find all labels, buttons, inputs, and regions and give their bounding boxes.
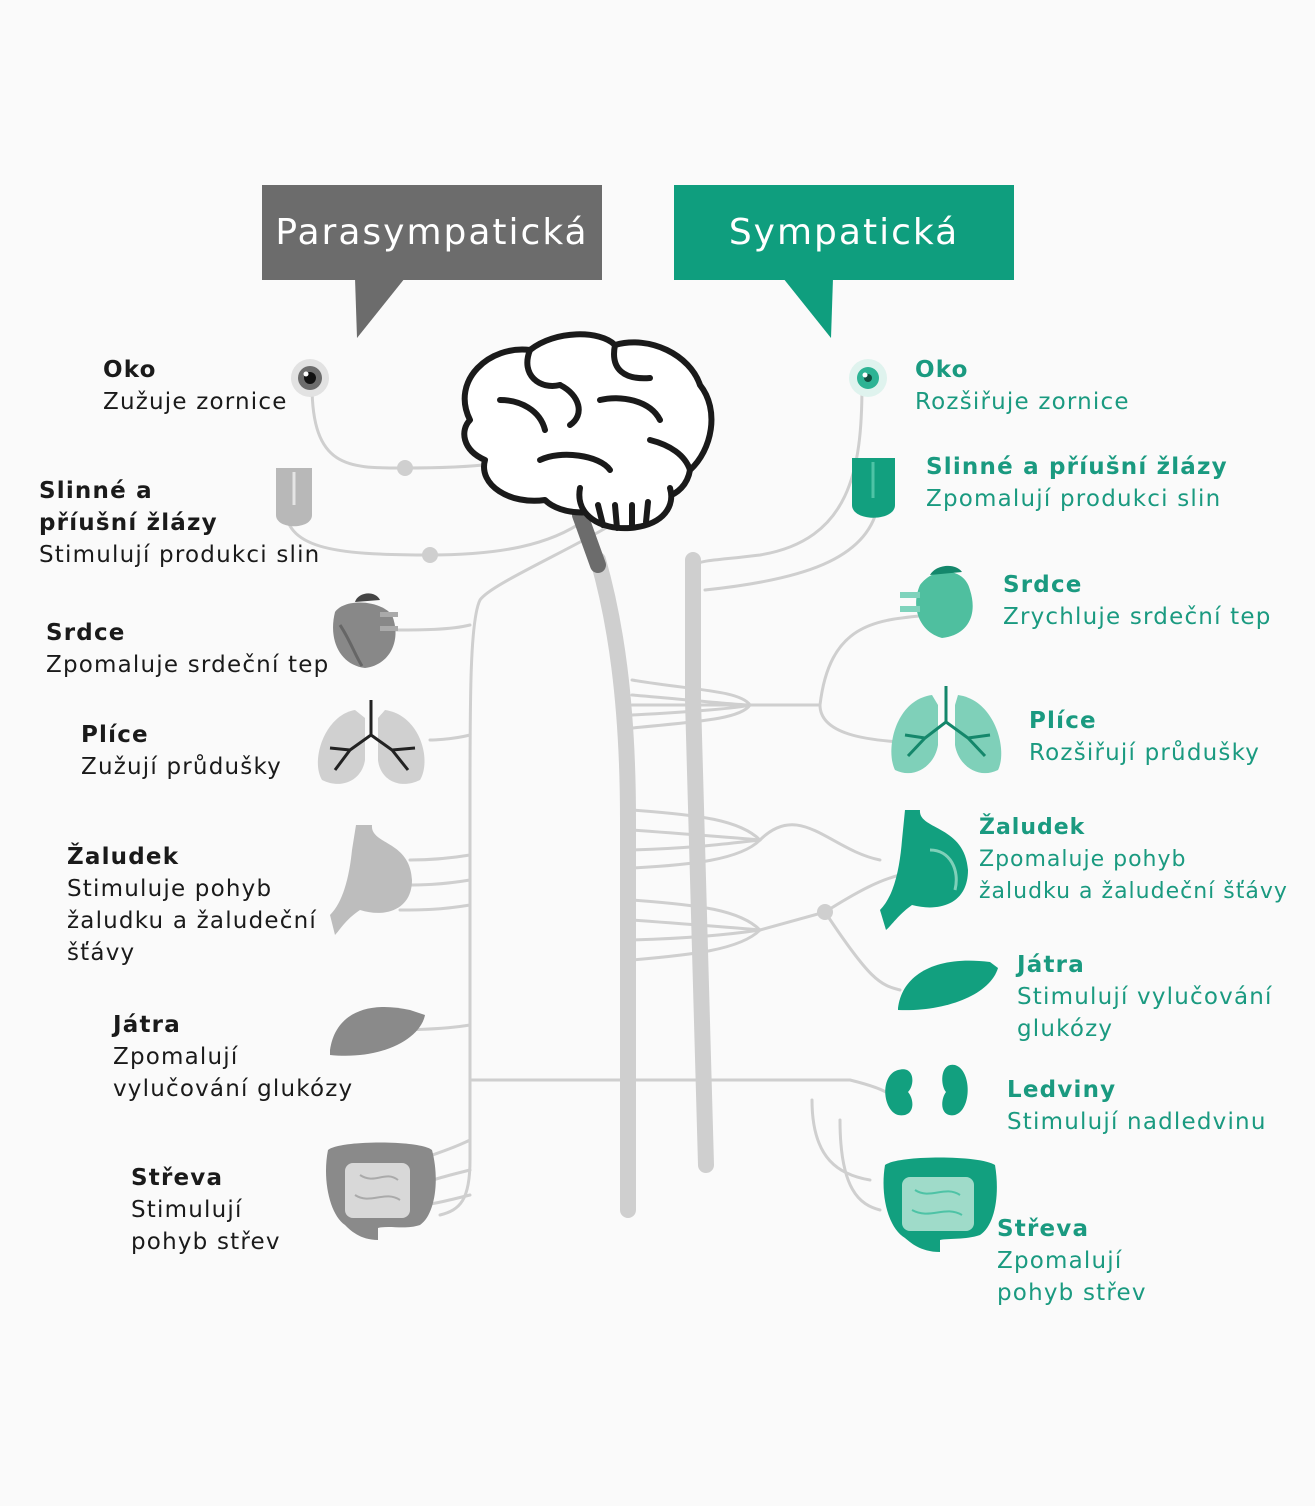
brain-icon — [464, 334, 711, 528]
parasympathetic-bubble-tail — [355, 278, 405, 338]
sympathetic-kidneys-icon — [885, 1065, 968, 1116]
sympathetic-header: Sympatická — [674, 185, 1014, 280]
organ-effect: Rozšiřuje zornice — [915, 386, 1130, 418]
organ-title: Oko — [915, 354, 1130, 386]
organ-title: Slinné a příušní žlázy — [39, 475, 320, 539]
ganglion-dot — [817, 904, 833, 920]
organ-effect: Stimuluje pohyb žaludku a žaludeční šťáv… — [67, 873, 317, 969]
organ-effect: Zpomalují produkci slin — [926, 483, 1228, 515]
sympathetic-stomach-label: Žaludek Zpomaluje pohyb žaludku a žalude… — [979, 812, 1288, 908]
sympathetic-eye-icon — [849, 359, 887, 397]
organ-effect: Zpomaluje pohyb žaludku a žaludeční šťáv… — [979, 844, 1288, 908]
organ-title: Žaludek — [67, 841, 317, 873]
sympathetic-heart-icon — [900, 566, 973, 638]
organ-title: Játra — [113, 1009, 353, 1041]
parasympathetic-stomach-label: Žaludek Stimuluje pohyb žaludku a žalude… — [67, 841, 317, 969]
ganglion-dot — [422, 547, 438, 563]
parasympathetic-glands-label: Slinné a příušní žlázy Stimulují produkc… — [39, 475, 320, 571]
parasympathetic-spinal-cord — [598, 560, 628, 1210]
sympathetic-intestines-icon — [884, 1158, 997, 1253]
organ-title: Žaludek — [979, 812, 1288, 844]
sympathetic-glands-label: Slinné a příušní žlázy Zpomalují produkc… — [926, 451, 1228, 515]
sympathetic-glands-icon — [852, 458, 895, 518]
parasympathetic-eye-icon — [291, 359, 329, 397]
organ-effect: Zrychluje srdeční tep — [1003, 601, 1272, 633]
parasympathetic-intestines-label: Střeva Stimulují pohyb střev — [131, 1162, 281, 1258]
parasympathetic-heart-label: Srdce Zpomaluje srdeční tep — [46, 617, 329, 681]
organ-title: Ledviny — [1007, 1074, 1267, 1106]
organ-effect: Zužují průdušky — [81, 751, 282, 783]
organ-effect: Stimulují pohyb střev — [131, 1194, 281, 1258]
sympathetic-stomach-icon — [880, 810, 968, 930]
organ-effect: Zpomalují pohyb střev — [997, 1245, 1147, 1309]
ganglion-dot — [397, 460, 413, 476]
organ-effect: Zpomalují vylučování glukózy — [113, 1041, 353, 1105]
organ-effect: Stimulují nadledvinu — [1007, 1106, 1267, 1138]
organ-title: Slinné a příušní žlázy — [926, 451, 1228, 483]
parasympathetic-lungs-label: Plíce Zužují průdušky — [81, 719, 282, 783]
organ-effect: Zpomaluje srdeční tep — [46, 649, 329, 681]
organ-title: Srdce — [46, 617, 329, 649]
parasympathetic-heart-icon — [333, 593, 398, 668]
sympathetic-kidneys-label: Ledviny Stimulují nadledvinu — [1007, 1074, 1267, 1138]
parasympathetic-intestines-icon — [326, 1143, 436, 1241]
organ-title: Srdce — [1003, 569, 1272, 601]
sympathetic-bubble-tail — [783, 278, 833, 338]
parasympathetic-header: Parasympatická — [262, 185, 602, 280]
organ-effect: Stimulují vylučování glukózy — [1017, 981, 1273, 1045]
sympathetic-liver-label: Játra Stimulují vylučování glukózy — [1017, 949, 1273, 1045]
sympathetic-intestines-label: Střeva Zpomalují pohyb střev — [997, 1213, 1147, 1309]
sympathetic-liver-icon — [898, 961, 998, 1011]
organ-effect: Rozšiřují průdušky — [1029, 737, 1260, 769]
sympathetic-heart-label: Srdce Zrychluje srdeční tep — [1003, 569, 1272, 633]
parasympathetic-header-label: Parasympatická — [275, 212, 588, 253]
organ-title: Střeva — [131, 1162, 281, 1194]
parasympathetic-eye-label: Oko Zužuje zornice — [103, 354, 288, 418]
sympathetic-spinal-cord — [693, 560, 706, 1165]
sympathetic-lungs-icon — [891, 686, 1001, 773]
organ-effect: Stimulují produkci slin — [39, 539, 320, 571]
sympathetic-lungs-label: Plíce Rozšiřují průdušky — [1029, 705, 1260, 769]
sympathetic-header-label: Sympatická — [729, 212, 959, 253]
organ-title: Střeva — [997, 1213, 1147, 1245]
parasympathetic-stomach-icon — [330, 825, 412, 935]
organ-title: Plíce — [81, 719, 282, 751]
organ-title: Plíce — [1029, 705, 1260, 737]
parasympathetic-liver-label: Játra Zpomalují vylučování glukózy — [113, 1009, 353, 1105]
parasympathetic-lungs-icon — [318, 700, 425, 784]
sympathetic-eye-label: Oko Rozšiřuje zornice — [915, 354, 1130, 418]
organ-title: Játra — [1017, 949, 1273, 981]
organ-title: Oko — [103, 354, 288, 386]
organ-effect: Zužuje zornice — [103, 386, 288, 418]
